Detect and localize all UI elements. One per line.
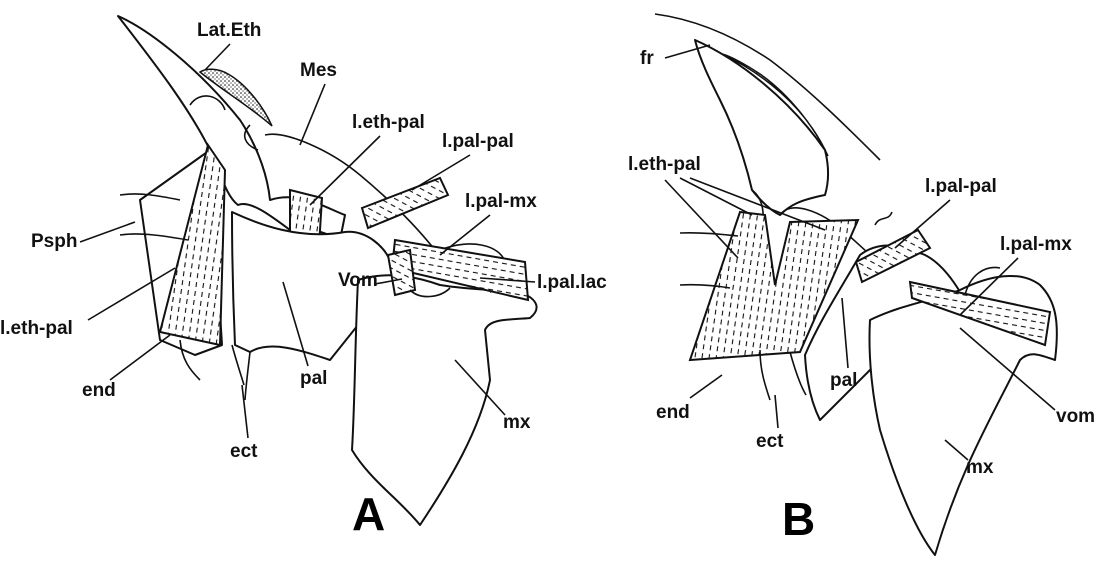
label-vom: Vom	[338, 270, 378, 291]
label-psph: Psph	[31, 231, 77, 252]
label-lat-eth: Lat.Eth	[197, 20, 261, 41]
label-mx: mx	[503, 412, 531, 433]
label-mx-b: mx	[966, 457, 994, 478]
label-l-eth-pal-b: l.eth-pal	[628, 154, 701, 175]
label-pal-b: pal	[830, 370, 857, 391]
label-l-pal-mx-b: l.pal-mx	[1000, 234, 1072, 255]
frontal-bone	[695, 40, 828, 215]
panel-b	[655, 14, 1057, 555]
label-l-pal-pal-b: l.pal-pal	[925, 176, 997, 197]
label-l-eth-pal-top: l.eth-pal	[352, 112, 425, 133]
label-end: end	[82, 380, 116, 401]
label-vom-b: vom	[1056, 406, 1095, 427]
label-pal: pal	[300, 368, 327, 389]
label-l-pal-mx: l.pal-mx	[465, 191, 537, 212]
label-fr: fr	[640, 48, 654, 69]
panel-label-b: B	[782, 493, 815, 545]
label-ect: ect	[230, 441, 258, 462]
label-end-b: end	[656, 402, 690, 423]
label-l-pal-lac: l.pal.lac	[537, 272, 607, 293]
label-ect-b: ect	[756, 431, 784, 452]
panel-label-a: A	[352, 488, 385, 540]
label-mes: Mes	[300, 60, 337, 81]
label-l-eth-pal-left: l.eth-pal	[0, 318, 73, 339]
label-l-pal-pal: l.pal-pal	[442, 131, 514, 152]
ligament-pal-pal	[362, 178, 448, 228]
panel-a	[118, 16, 537, 525]
